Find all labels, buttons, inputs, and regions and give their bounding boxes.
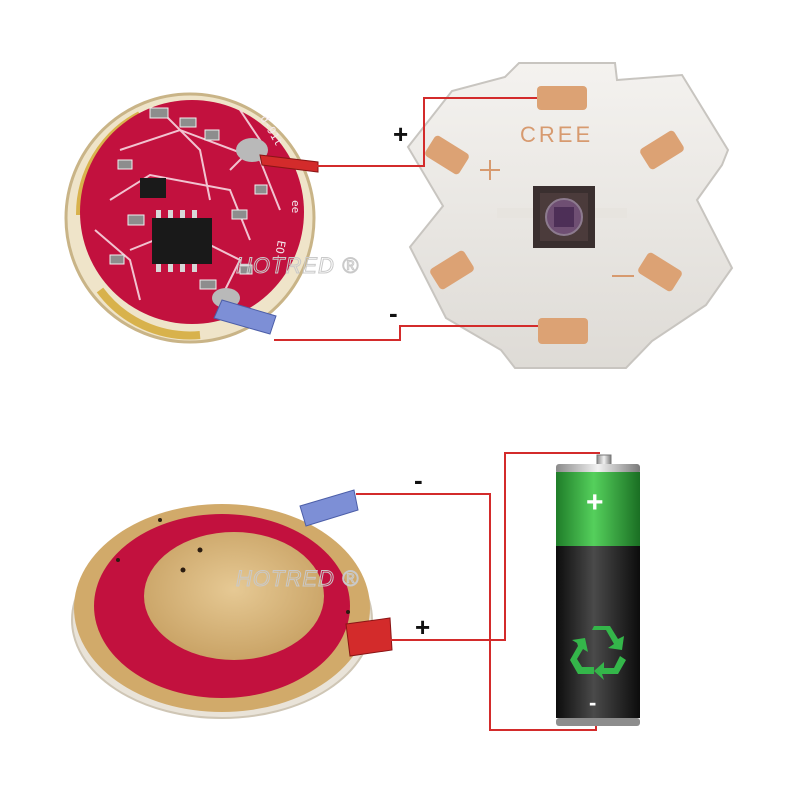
svg-text:ee: ee [289,200,302,213]
battery-plus-label: + [586,486,604,519]
pad-top [537,86,587,110]
watermark-bottom: HOTRED ® [236,566,359,591]
negative-line-top [274,325,538,341]
svg-text:EO-: EO- [272,239,288,261]
top-plus-label: + [393,119,408,149]
bottom-minus-label: - [414,465,423,495]
blue-wire-bottom [299,489,359,527]
recycle-icon [570,626,626,680]
star-plus-marking [480,160,500,180]
battery-minus-label: - [589,690,596,715]
cree-led-star: CREE [406,62,734,369]
bottom-plus-label: + [415,612,430,642]
pad-upper-right [640,130,684,170]
led-brand-label: CREE [520,122,593,147]
watermark-top: HOTRED ® [236,253,359,278]
pad-bottom [538,318,588,344]
battery-positive-cap [596,454,612,466]
positive-line-bottom [390,452,600,641]
negative-line-bottom [356,493,597,731]
battery: + - [556,454,640,726]
driver-board-top: d-91t ee EO- [64,92,316,344]
red-wire-top [259,154,319,173]
transistor-chip [140,178,166,198]
ic-chip [152,210,212,272]
battery-top-section [556,472,640,546]
pad-upper-left [425,135,469,175]
blue-wire-top [213,299,277,335]
red-wire-bottom [345,617,393,657]
pad-lower-right [638,252,682,292]
driver-board-bottom [71,504,373,719]
positive-line-top [316,97,537,167]
center-contact-pad [144,532,324,660]
battery-bottom-section [556,546,640,718]
top-minus-label: - [389,298,398,328]
pad-lower-left [430,250,474,290]
